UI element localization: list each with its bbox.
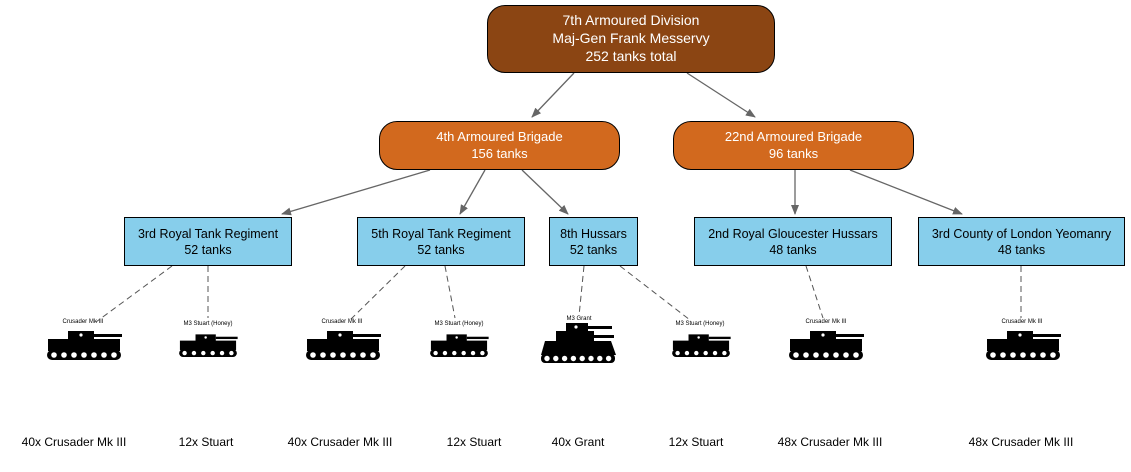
regiment-name: 5th Royal Tank Regiment: [371, 226, 511, 241]
tank-model-label: M3 Stuart (Honey): [183, 321, 233, 327]
light-tank-icon: [430, 334, 489, 357]
link-2rgh-to-crusader: [805, 265, 824, 319]
regiment-node-8th-hussars[interactable]: 8th Hussars 52 tanks: [549, 217, 638, 266]
edge-4th-brigade-to-8th-hussars: [521, 169, 569, 215]
tank-count-label: 12x Stuart: [178, 435, 234, 449]
tank-model-label: M3 Grant: [566, 316, 592, 322]
light-tank-icon: [179, 334, 238, 357]
regiment-tanks: 48 tanks: [769, 242, 817, 257]
edge-division-to-4th-brigade: [531, 72, 575, 118]
regiment-node-3rtr[interactable]: 3rd Royal Tank Regiment 52 tanks: [124, 217, 292, 266]
link-8h-to-grant: [578, 265, 585, 317]
division-commander: Maj-Gen Frank Messervy: [552, 30, 710, 47]
brigade-name: 4th Armoured Brigade: [436, 128, 563, 144]
light-tank-icon: [672, 334, 731, 357]
tank-icon: [986, 331, 1061, 360]
edge-22nd-brigade-to-3cly: [849, 169, 963, 215]
link-5rtr-to-crusader: [347, 265, 406, 323]
regiment-tanks: 52 tanks: [417, 242, 465, 257]
tank-model-label: Crusader Mk III: [1001, 319, 1043, 325]
tank-model-label: Crusader Mk III: [62, 319, 104, 325]
tank-icon: [306, 331, 381, 360]
tank-model-label: M3 Stuart (Honey): [675, 321, 725, 327]
tank-count-label: 40x Crusader Mk III: [21, 435, 127, 449]
tank-icon: [789, 331, 864, 360]
link-5rtr-to-stuart: [444, 265, 456, 319]
tank-model-label: Crusader Mk III: [805, 319, 847, 325]
brigade-node-22nd[interactable]: 22nd Armoured Brigade 96 tanks: [673, 121, 914, 170]
regiment-name: 2nd Royal Gloucester Hussars: [708, 226, 878, 241]
regiment-name: 3rd Royal Tank Regiment: [137, 226, 279, 241]
tank-icon: [47, 331, 122, 360]
regiment-tanks: 52 tanks: [184, 242, 232, 257]
edge-4th-brigade-to-3rtr: [281, 169, 431, 216]
edge-4th-brigade-to-5rtr: [459, 169, 486, 215]
tank-count-label: 48x Crusader Mk III: [777, 435, 883, 449]
link-3rtr-to-crusader: [95, 265, 173, 323]
tank-count-label: 40x Grant: [551, 435, 605, 449]
tank-count-label: 12x Stuart: [446, 435, 502, 449]
brigade-name: 22nd Armoured Brigade: [724, 128, 863, 144]
regiment-tanks: 52 tanks: [569, 242, 618, 257]
division-node[interactable]: 7th Armoured Division Maj-Gen Frank Mess…: [487, 5, 775, 73]
medium-tank-icon: [541, 323, 616, 363]
brigade-tanks: 96 tanks: [768, 145, 819, 161]
regiment-node-2rgh[interactable]: 2nd Royal Gloucester Hussars 48 tanks: [694, 217, 892, 266]
tank-count-label: 48x Crusader Mk III: [968, 435, 1074, 449]
tank-count-label: 40x Crusader Mk III: [287, 435, 393, 449]
regiment-node-3cly[interactable]: 3rd County of London Yeomanry 48 tanks: [918, 217, 1125, 266]
edge-division-to-22nd-brigade: [686, 72, 756, 118]
division-name: 7th Armoured Division: [562, 12, 700, 29]
regiment-name: 3rd County of London Yeomanry: [931, 226, 1112, 241]
tank-model-label: M3 Stuart (Honey): [434, 321, 484, 327]
brigade-tanks: 156 tanks: [471, 145, 528, 161]
division-tank-total: 252 tanks total: [585, 47, 677, 64]
brigade-node-4th[interactable]: 4th Armoured Brigade 156 tanks: [379, 121, 620, 170]
link-8h-to-stuart: [619, 265, 691, 321]
tank-count-label: 12x Stuart: [668, 435, 724, 449]
tank-model-label: Crusader Mk III: [321, 319, 363, 325]
regiment-node-5rtr[interactable]: 5th Royal Tank Regiment 52 tanks: [357, 217, 525, 266]
regiment-tanks: 48 tanks: [997, 242, 1046, 257]
regiment-name: 8th Hussars: [560, 226, 627, 241]
